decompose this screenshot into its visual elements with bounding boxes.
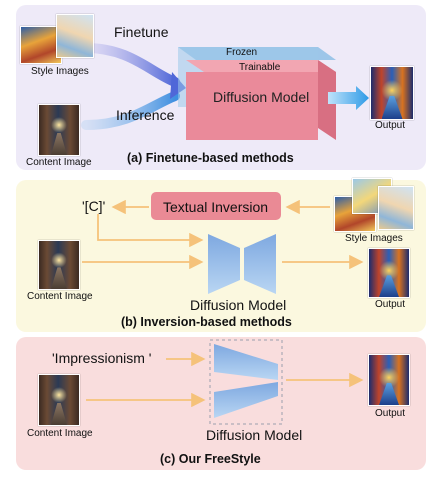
content-image-label-a: Content Image xyxy=(26,157,92,168)
output-arrow-a xyxy=(328,86,369,110)
content-image-label-b: Content Image xyxy=(27,291,93,302)
output-image-c xyxy=(368,354,410,406)
freestyle-model-frame xyxy=(209,339,283,425)
caption-b: (b) Inversion-based methods xyxy=(121,315,292,329)
output-label-c: Output xyxy=(375,408,406,419)
output-image-b xyxy=(368,248,410,298)
trainable-box-top xyxy=(186,60,336,72)
output-label-a: Output xyxy=(375,120,406,131)
content-image-label-c: Content Image xyxy=(27,428,93,439)
prompt-label: 'Impressionism ' xyxy=(52,350,152,366)
content-image-c xyxy=(38,374,80,426)
textual-inversion-label: Textual Inversion xyxy=(163,199,269,215)
output-label-b: Output xyxy=(375,299,406,310)
inference-label: Inference xyxy=(116,107,175,123)
trainable-label: Trainable xyxy=(239,62,281,73)
freestyle-stream-bottom xyxy=(214,382,278,418)
diffusion-model-label-b: Diffusion Model xyxy=(190,297,287,313)
style-images-label-b: Style Images xyxy=(345,233,403,244)
style-image-b3 xyxy=(378,186,414,230)
output-image-a xyxy=(370,66,414,120)
unet-encoder-b xyxy=(208,234,240,294)
trainable-box-side xyxy=(318,60,336,140)
unet-decoder-b xyxy=(244,234,276,294)
finetune-flow-arrow xyxy=(81,43,180,87)
textual-inversion-box xyxy=(151,192,281,220)
trainable-box-face xyxy=(186,72,318,140)
token-label: '[C]' xyxy=(82,198,106,214)
content-image-a xyxy=(38,104,80,156)
diffusion-model-label-c: Diffusion Model xyxy=(206,427,303,443)
caption-a: (a) Finetune-based methods xyxy=(127,151,294,165)
caption-c: (c) Our FreeStyle xyxy=(160,452,261,466)
diffusion-model-label-a: Diffusion Model xyxy=(213,89,310,105)
style-image-2 xyxy=(56,14,94,58)
inference-flow-arrow xyxy=(81,91,180,130)
freestyle-stream-top xyxy=(214,344,278,380)
frozen-label: Frozen xyxy=(226,47,258,58)
finetune-label: Finetune xyxy=(114,24,169,40)
content-image-b xyxy=(38,240,80,290)
style-images-label: Style Images xyxy=(31,66,89,77)
